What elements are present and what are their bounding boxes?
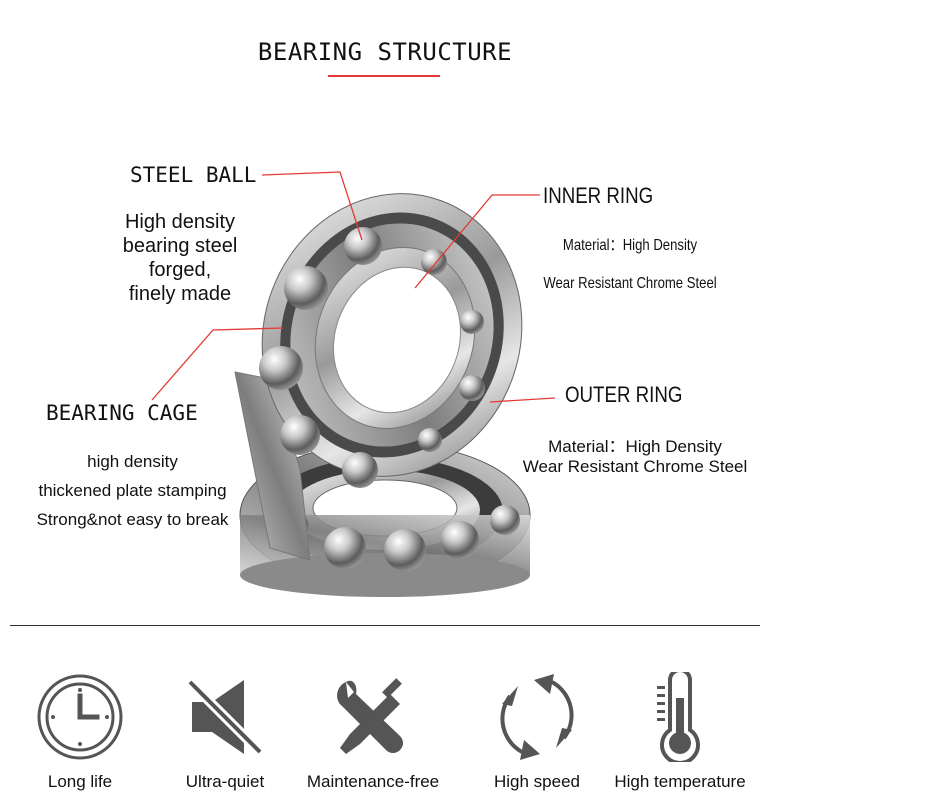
section-divider [10, 625, 760, 626]
feature-label: Maintenance-free [306, 772, 440, 791]
feature-ultra-quiet: Ultra-quiet [150, 672, 300, 792]
bearing-cage-description: high density thickened plate stamping St… [15, 447, 250, 534]
feature-label: Ultra-quiet [185, 772, 265, 791]
inner-ring-heading: INNER RING [543, 183, 654, 208]
outer-ring-leader [489, 397, 556, 403]
steel-ball [418, 428, 442, 452]
steel-ball [344, 227, 382, 265]
feature-label: High temperature [614, 772, 746, 791]
clock-icon [37, 674, 123, 760]
leader-lines [151, 171, 556, 403]
bearing-cage-line: thickened plate stamping [38, 481, 227, 500]
steel-ball-heading: STEEL BALL [130, 163, 257, 187]
steel-ball [342, 452, 378, 488]
feature-high-temperature: High temperature [605, 672, 755, 792]
outer-ring-description: Material：High Density Wear Resistant Chr… [510, 437, 760, 477]
steel-ball-line: High density [124, 211, 236, 233]
title-underline [328, 75, 440, 77]
outer-ring-line: Material：High Density [548, 437, 722, 456]
back-ball [441, 521, 479, 559]
inner-ring-line: Material：High Density [562, 237, 698, 254]
outer-ring-heading: OUTER RING [565, 382, 683, 407]
steel-ball-description: High density bearing steel forged, finel… [100, 210, 260, 306]
steel-ball [421, 249, 447, 275]
steel-ball [460, 310, 484, 334]
page-title: BEARING STRUCTURE [257, 38, 513, 66]
bearing-cage-leader [151, 327, 284, 401]
steel-ball-line: forged, [148, 259, 212, 281]
bearing-cage-heading: BEARING CAGE [46, 401, 198, 425]
feature-label: High speed [493, 772, 580, 791]
wrench-screwdriver-icon [337, 678, 403, 754]
feature-long-life: Long life [5, 672, 155, 792]
bearing-cage-line: high density [87, 452, 178, 471]
outer-ring-line: Wear Resistant Chrome Steel [522, 457, 748, 476]
steel-ball [459, 375, 485, 401]
steel-ball [284, 266, 328, 310]
inner-ring-description: Material：High Density Wear Resistant Chr… [528, 227, 733, 303]
bearing-cage-line: Strong&not easy to break [36, 510, 229, 529]
mute-speaker-icon [186, 678, 264, 756]
steel-ball [280, 415, 320, 455]
feature-maintenance-free: Maintenance-free [298, 672, 448, 792]
thermometer-icon [657, 672, 700, 762]
steel-ball-line: finely made [128, 283, 232, 305]
main-bearing [259, 193, 523, 488]
inner-ring-line: Wear Resistant Chrome Steel [543, 275, 717, 292]
bearing-illustration [151, 171, 556, 597]
back-ball [490, 505, 520, 535]
steel-ball-line: bearing steel [122, 235, 238, 257]
inner-ring-leader [414, 194, 540, 289]
steel-ball [259, 346, 303, 390]
rotation-arrows-icon [500, 674, 574, 760]
back-ball [324, 527, 366, 569]
back-ball [384, 529, 426, 571]
feature-label: Long life [47, 772, 113, 791]
feature-high-speed: High speed [462, 672, 612, 792]
steel-ball-leader [261, 171, 363, 241]
